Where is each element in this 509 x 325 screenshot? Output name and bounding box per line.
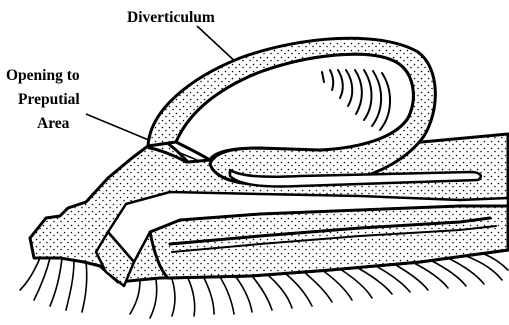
diverticulum-label: Diverticulum (127, 9, 215, 26)
opening-label-line2: Preputial (18, 91, 80, 108)
opening-label-line1: Opening to (6, 67, 80, 84)
opening-label-line3: Area (37, 115, 70, 132)
